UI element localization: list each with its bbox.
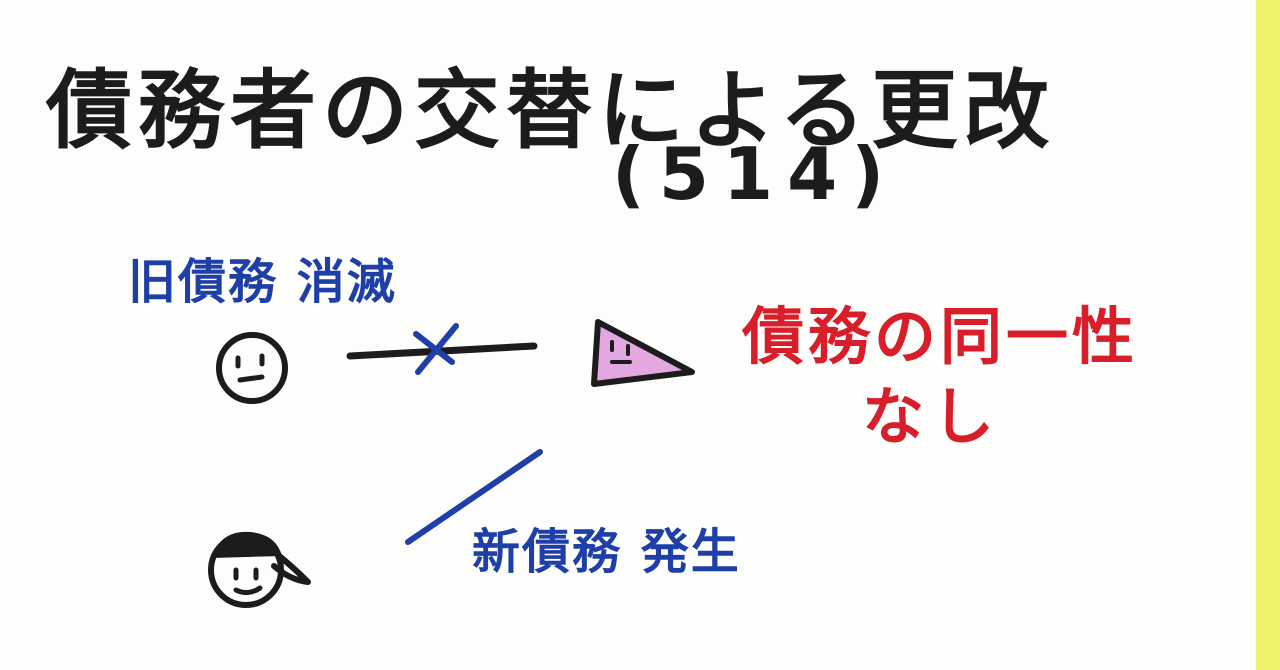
old-debt-label: 旧債務 消滅 (128, 254, 397, 310)
cross-mark-icon (413, 323, 459, 375)
note-line-2: なし (862, 380, 1003, 453)
face-with-cap-icon (208, 531, 311, 608)
note-line-1: 債務の同一性 (742, 300, 1139, 373)
smiley-face-icon (216, 332, 288, 404)
article-number: (514) (612, 132, 899, 216)
diagram-title: 債務者の交替による更改 (46, 61, 1056, 161)
new-debt-line (405, 449, 543, 545)
new-debt-label: 新債務 発生 (472, 524, 741, 580)
triangle-face-icon (591, 319, 695, 387)
yellow-edge-strip (1256, 0, 1280, 670)
